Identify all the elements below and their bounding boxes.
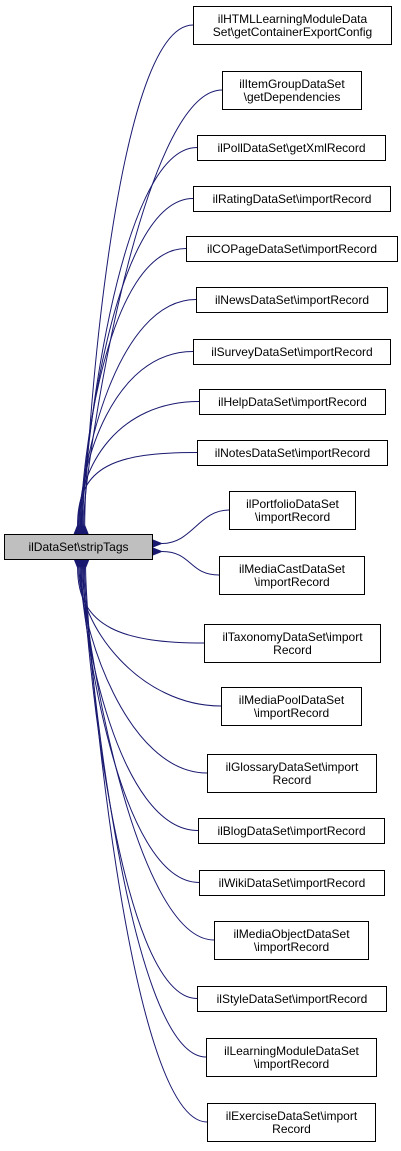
- root-node-ildataset-striptags-box: [4, 534, 153, 560]
- caller-node-14-label: Record: [273, 773, 312, 787]
- call-edge-8: [74, 401, 200, 535]
- caller-node-5-box: [186, 236, 398, 262]
- caller-node-6-box: [196, 287, 388, 313]
- call-edge-9: [73, 452, 198, 535]
- caller-node-1-box: [193, 6, 392, 45]
- caller-node-12[interactable]: ilTaxonomyDataSet\importRecord: [204, 624, 381, 663]
- caller-node-17-box: [214, 921, 369, 960]
- caller-node-12-label: Record: [273, 643, 312, 657]
- call-edge-16: [77, 558, 200, 883]
- caller-node-7[interactable]: ilSurveyDataSet\importRecord: [193, 339, 391, 365]
- caller-node-5-label: ilCOPageDataSet\importRecord: [207, 242, 377, 256]
- caller-node-11-box: [219, 556, 365, 595]
- root-node-ildataset-striptags-label: ilDataSet\stripTags: [28, 540, 128, 554]
- caller-node-14-box: [207, 754, 377, 793]
- caller-node-20-label: ilExerciseDataSet\import: [226, 1109, 358, 1123]
- caller-node-15-box: [198, 818, 385, 844]
- caller-node-2-label: ilItemGroupDataSet: [239, 77, 345, 91]
- caller-node-9[interactable]: ilNotesDataSet\importRecord: [197, 440, 388, 466]
- caller-node-14-label: ilGlossaryDataSet\import: [226, 760, 359, 774]
- caller-node-6[interactable]: ilNewsDataSet\importRecord: [196, 287, 388, 313]
- caller-node-15-label: ilBlogDataSet\importRecord: [217, 824, 365, 838]
- caller-node-3-box: [197, 135, 386, 161]
- caller-node-19-box: [206, 1038, 377, 1077]
- caller-node-13[interactable]: ilMediaPoolDataSet\importRecord: [221, 687, 362, 726]
- caller-node-14[interactable]: ilGlossaryDataSet\importRecord: [207, 754, 377, 793]
- caller-node-18-box: [197, 986, 387, 1012]
- caller-node-13-box: [221, 687, 362, 726]
- caller-node-4-box: [193, 186, 391, 212]
- caller-node-13-label: ilMediaPoolDataSet: [239, 693, 345, 707]
- caller-node-16-label: ilWikiDataSet\importRecord: [219, 876, 366, 890]
- call-edge-3: [78, 147, 198, 535]
- call-edge-18: [79, 558, 198, 999]
- caller-node-1[interactable]: ilHTMLLearningModuleDataSet\getContainer…: [193, 6, 392, 45]
- caller-node-2-box: [222, 71, 362, 110]
- call-edge-11: [152, 547, 220, 576]
- caller-node-17[interactable]: ilMediaObjectDataSet\importRecord: [214, 921, 369, 960]
- caller-node-16[interactable]: ilWikiDataSet\importRecord: [199, 870, 385, 896]
- call-edge-10: [152, 509, 230, 548]
- caller-node-10-label: ilPortfolioDataSet: [246, 497, 339, 511]
- caller-node-4-label: ilRatingDataSet\importRecord: [213, 192, 372, 206]
- caller-node-10-label: \importRecord: [255, 510, 330, 524]
- caller-node-19-label: ilLearningModuleDataSet: [224, 1044, 359, 1058]
- caller-node-8-label: ilHelpDataSet\importRecord: [218, 395, 367, 409]
- caller-node-18-label: ilStyleDataSet\importRecord: [217, 992, 368, 1006]
- caller-node-7-box: [193, 339, 391, 365]
- caller-node-12-box: [204, 624, 381, 663]
- caller-node-11-label: ilMediaCastDataSet: [239, 562, 346, 576]
- caller-node-4[interactable]: ilRatingDataSet\importRecord: [193, 186, 391, 212]
- caller-node-7-label: ilSurveyDataSet\importRecord: [211, 345, 372, 359]
- caller-node-8[interactable]: ilHelpDataSet\importRecord: [199, 389, 386, 415]
- caller-node-2[interactable]: ilItemGroupDataSet\getDependencies: [222, 71, 362, 110]
- caller-node-12-label: ilTaxonomyDataSet\import: [222, 630, 363, 644]
- caller-node-18[interactable]: ilStyleDataSet\importRecord: [197, 986, 387, 1012]
- caller-node-11-label: \importRecord: [254, 575, 329, 589]
- caller-node-2-label: \getDependencies: [244, 90, 341, 104]
- call-edge-12: [73, 558, 205, 644]
- caller-node-10[interactable]: ilPortfolioDataSet\importRecord: [229, 491, 356, 530]
- caller-node-10-box: [229, 491, 356, 530]
- caller-node-5[interactable]: ilCOPageDataSet\importRecord: [186, 236, 398, 262]
- call-edge-7: [75, 351, 194, 535]
- caller-node-9-box: [197, 440, 388, 466]
- call-edge-19: [80, 558, 207, 1058]
- call-edge-4: [77, 198, 194, 535]
- call-edge-14: [75, 558, 208, 774]
- caller-node-1-label: ilHTMLLearningModuleData: [218, 12, 368, 26]
- root-node-ildataset-striptags[interactable]: ilDataSet\stripTags: [4, 534, 153, 560]
- caller-node-3-label: ilPollDataSet\getXmlRecord: [217, 141, 365, 155]
- node-layer: ilDataSet\stripTags ilHTMLLearningModuleD…: [4, 6, 398, 1142]
- caller-node-15[interactable]: ilBlogDataSet\importRecord: [198, 818, 385, 844]
- caller-node-19-label: \importRecord: [254, 1057, 329, 1071]
- caller-node-20-label: Record: [272, 1122, 311, 1136]
- call-edge-6: [76, 299, 197, 535]
- caller-node-17-label: ilMediaObjectDataSet: [233, 927, 350, 941]
- caller-node-11[interactable]: ilMediaCastDataSet\importRecord: [219, 556, 365, 595]
- caller-node-20-box: [207, 1103, 376, 1142]
- caller-node-1-label: Set\getContainerExportConfig: [213, 25, 372, 39]
- edge-layer: [73, 24, 230, 1123]
- caller-node-16-box: [199, 870, 385, 896]
- caller-node-19[interactable]: ilLearningModuleDataSet\importRecord: [206, 1038, 377, 1077]
- caller-node-8-box: [199, 389, 386, 415]
- call-edge-13: [74, 558, 222, 707]
- caller-node-9-label: ilNotesDataSet\importRecord: [215, 446, 370, 460]
- call-edge-20: [81, 558, 208, 1123]
- caller-node-13-label: \importRecord: [254, 706, 329, 720]
- caller-node-6-label: ilNewsDataSet\importRecord: [215, 293, 369, 307]
- caller-node-17-label: \importRecord: [254, 940, 329, 954]
- caller-node-3[interactable]: ilPollDataSet\getXmlRecord: [197, 135, 386, 161]
- caller-node-20[interactable]: ilExerciseDataSet\importRecord: [207, 1103, 376, 1142]
